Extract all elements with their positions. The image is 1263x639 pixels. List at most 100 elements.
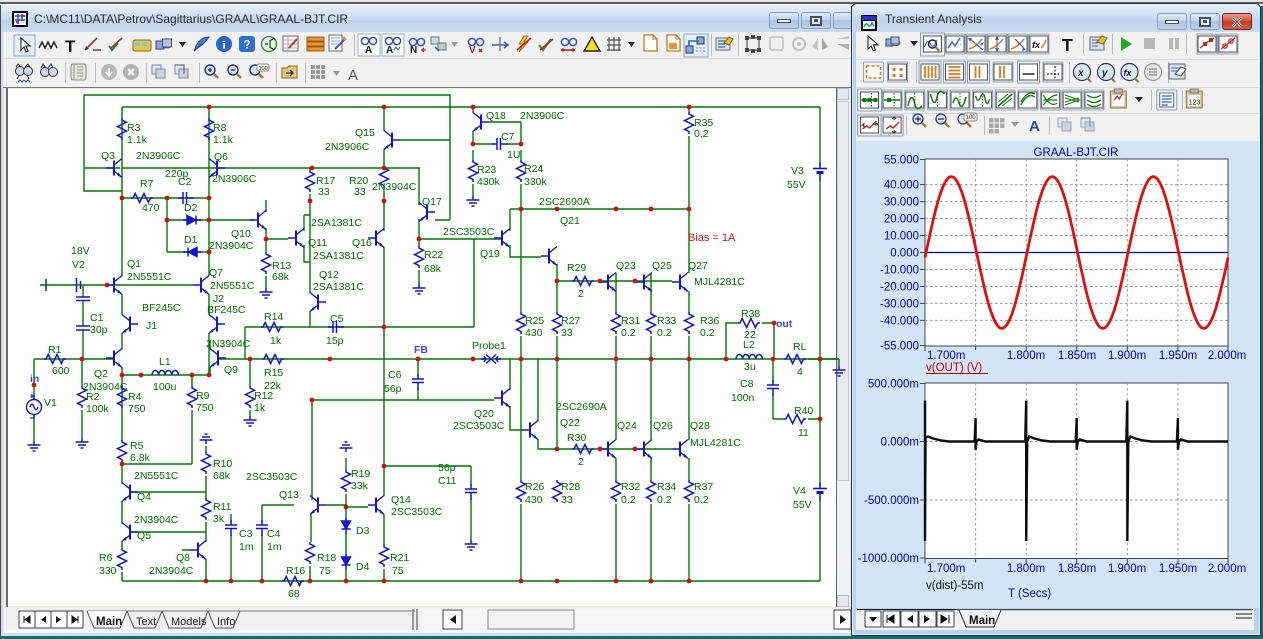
svg-text:55V: 55V bbox=[793, 499, 812, 511]
svg-text:2N3906C: 2N3906C bbox=[325, 141, 370, 153]
svg-text:22k: 22k bbox=[264, 380, 282, 392]
svg-text:Main: Main bbox=[969, 615, 995, 627]
svg-text:C1: C1 bbox=[90, 312, 104, 324]
svg-text:2N5551C: 2N5551C bbox=[134, 470, 179, 482]
svg-text:RL: RL bbox=[793, 341, 807, 353]
svg-text:330: 330 bbox=[99, 565, 117, 577]
svg-text:Q9: Q9 bbox=[224, 364, 238, 376]
svg-text:A: A bbox=[386, 45, 393, 56]
svg-text:C3: C3 bbox=[239, 528, 253, 540]
svg-text:75: 75 bbox=[319, 565, 331, 577]
svg-text:Q20: Q20 bbox=[474, 408, 494, 420]
svg-text:R11: R11 bbox=[213, 501, 232, 513]
svg-text:R10: R10 bbox=[213, 458, 232, 470]
svg-text:R26: R26 bbox=[525, 481, 544, 493]
svg-text:Q25: Q25 bbox=[652, 260, 672, 272]
svg-text:R19: R19 bbox=[351, 468, 370, 480]
svg-text:2N3904C: 2N3904C bbox=[209, 240, 254, 252]
svg-text:R15: R15 bbox=[264, 367, 283, 379]
svg-text:2N3904C: 2N3904C bbox=[206, 338, 251, 350]
svg-text:1k: 1k bbox=[254, 402, 266, 414]
svg-text:Q18: Q18 bbox=[486, 110, 506, 122]
svg-text:Bias = 1A: Bias = 1A bbox=[688, 232, 736, 244]
svg-text:R5: R5 bbox=[130, 440, 144, 452]
svg-text:0.2: 0.2 bbox=[694, 494, 709, 506]
svg-text:L2: L2 bbox=[743, 339, 755, 351]
svg-text:1k: 1k bbox=[270, 335, 282, 347]
svg-text:?: ? bbox=[243, 40, 250, 52]
svg-text:A: A bbox=[1029, 118, 1040, 135]
svg-text:100k: 100k bbox=[86, 403, 110, 415]
svg-text:R7: R7 bbox=[140, 178, 154, 190]
svg-text:Q7: Q7 bbox=[209, 267, 223, 279]
svg-text:i: i bbox=[222, 38, 226, 52]
svg-text:2SA1381C: 2SA1381C bbox=[313, 281, 364, 293]
svg-text:R8: R8 bbox=[213, 122, 227, 134]
svg-text:100: 100 bbox=[966, 115, 977, 121]
svg-text:1.850m: 1.850m bbox=[1058, 563, 1096, 575]
svg-text:Probe1: Probe1 bbox=[472, 340, 506, 352]
svg-text:1.900m: 1.900m bbox=[1108, 350, 1146, 362]
svg-text:R2: R2 bbox=[86, 391, 100, 403]
svg-text:0.2: 0.2 bbox=[700, 327, 715, 339]
svg-text:BF245C: BF245C bbox=[142, 302, 181, 314]
svg-text:fx: fx bbox=[1124, 68, 1133, 78]
svg-text:-55.000: -55.000 bbox=[880, 341, 919, 353]
svg-text:Q6: Q6 bbox=[214, 151, 228, 163]
svg-text:R22: R22 bbox=[424, 249, 443, 261]
svg-text:1U: 1U bbox=[507, 149, 520, 161]
svg-text:56p: 56p bbox=[438, 462, 456, 474]
svg-text:0.2: 0.2 bbox=[657, 494, 672, 506]
svg-text:-1000.000m: -1000.000m bbox=[858, 553, 919, 565]
svg-text:v(OUT) (V): v(OUT) (V) bbox=[926, 362, 982, 374]
svg-text:18V: 18V bbox=[71, 245, 90, 257]
svg-text:Q8: Q8 bbox=[176, 552, 190, 564]
svg-text:R4: R4 bbox=[128, 391, 142, 403]
svg-text:2N5551C: 2N5551C bbox=[127, 271, 172, 283]
svg-text:123: 123 bbox=[1189, 100, 1201, 107]
svg-text:Q26: Q26 bbox=[653, 420, 673, 432]
svg-text:4: 4 bbox=[797, 366, 803, 378]
svg-text:40.000: 40.000 bbox=[884, 180, 919, 192]
svg-text:Models: Models bbox=[171, 616, 207, 628]
svg-text:3k: 3k bbox=[213, 513, 225, 525]
svg-text:2N3906C: 2N3906C bbox=[520, 110, 565, 122]
svg-text:75: 75 bbox=[392, 565, 404, 577]
svg-text:1.1k: 1.1k bbox=[213, 134, 234, 146]
svg-text:out: out bbox=[776, 318, 793, 330]
svg-text:220p: 220p bbox=[165, 168, 189, 180]
svg-text:Q5: Q5 bbox=[137, 530, 151, 542]
svg-text:Q27: Q27 bbox=[688, 260, 708, 272]
svg-text:750: 750 bbox=[128, 403, 146, 415]
svg-text:2SC2690A: 2SC2690A bbox=[556, 401, 607, 413]
svg-text:1.1k: 1.1k bbox=[127, 134, 148, 146]
svg-text:-30.000: -30.000 bbox=[880, 298, 919, 310]
svg-text:Info: Info bbox=[217, 616, 235, 628]
svg-text:D1: D1 bbox=[184, 234, 198, 246]
svg-text:Q2: Q2 bbox=[94, 368, 108, 380]
svg-text:V4: V4 bbox=[793, 485, 806, 497]
svg-text:C11: C11 bbox=[438, 475, 457, 487]
svg-text:MJL4281C: MJL4281C bbox=[694, 276, 745, 288]
svg-text:0.2: 0.2 bbox=[657, 327, 672, 339]
svg-text:2SC3503C: 2SC3503C bbox=[391, 506, 443, 518]
svg-text:2N3906C: 2N3906C bbox=[136, 150, 181, 162]
svg-text:30p: 30p bbox=[90, 324, 108, 336]
svg-text:6.8k: 6.8k bbox=[130, 452, 151, 464]
svg-text:20.000: 20.000 bbox=[884, 214, 919, 226]
svg-text:C5: C5 bbox=[330, 313, 344, 325]
svg-text:BF245C: BF245C bbox=[207, 304, 246, 316]
svg-text:1.950m: 1.950m bbox=[1159, 350, 1197, 362]
svg-text:R33: R33 bbox=[657, 315, 676, 327]
svg-text:330k: 330k bbox=[524, 176, 548, 188]
svg-text:-20.000: -20.000 bbox=[880, 282, 919, 294]
svg-text:2: 2 bbox=[578, 288, 584, 300]
svg-text:2: 2 bbox=[578, 456, 584, 468]
svg-text:V2: V2 bbox=[72, 259, 85, 271]
svg-text:R29: R29 bbox=[567, 262, 586, 274]
svg-text:R40: R40 bbox=[794, 405, 813, 417]
svg-text:0.2: 0.2 bbox=[621, 494, 636, 506]
svg-text:Q4: Q4 bbox=[137, 491, 151, 503]
svg-text:Q13: Q13 bbox=[279, 489, 299, 501]
svg-text:R32: R32 bbox=[621, 481, 640, 493]
